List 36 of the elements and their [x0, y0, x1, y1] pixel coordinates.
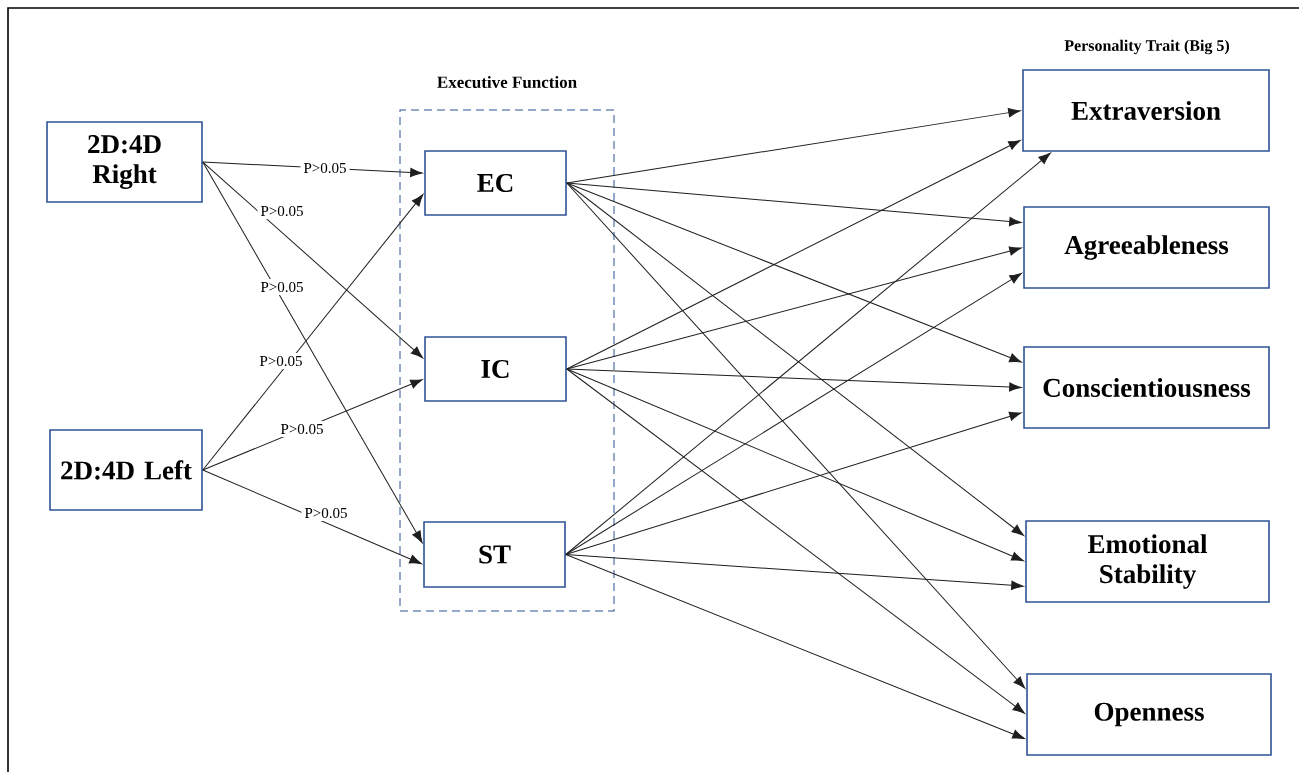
variable-box: EC: [424, 150, 567, 216]
arrow: [566, 368, 1025, 714]
variable-box: Conscientiousness: [1023, 346, 1270, 429]
variable-box: 2D:4D Left: [49, 429, 203, 511]
arrow: [566, 139, 1021, 370]
arrow: [566, 182, 1022, 227]
arrow: [566, 108, 1021, 184]
arrow: [202, 161, 424, 359]
variable-box: ST: [423, 521, 566, 588]
arrow: [565, 554, 1025, 739]
section-heading: Personality Trait (Big 5): [1064, 39, 1230, 55]
arrow: [565, 272, 1022, 555]
variable-box: IC: [424, 336, 567, 402]
edge-label: P>0.05: [301, 504, 351, 522]
edge-label: P>0.05: [257, 202, 307, 220]
edge-label: P>0.05: [300, 159, 350, 177]
arrow: [202, 194, 424, 471]
variable-box: Emotional Stability: [1025, 520, 1270, 603]
arrow: [202, 469, 422, 565]
arrow: [566, 368, 1022, 392]
edge-label: P>0.05: [257, 278, 307, 296]
variable-box: Agreeableness: [1023, 206, 1270, 289]
group-heading: Executive Function: [437, 76, 577, 88]
variable-box: Openness: [1026, 673, 1272, 756]
arrow: [565, 411, 1022, 555]
variable-box: 2D:4D Right: [46, 121, 203, 203]
arrow: [566, 368, 1024, 562]
edge-label: P>0.05: [256, 352, 306, 370]
arrow: [565, 152, 1051, 555]
arrow: [565, 554, 1024, 590]
arrow: [566, 182, 1022, 363]
arrow: [566, 182, 1024, 536]
variable-box: Extraversion: [1022, 69, 1270, 152]
edge-label: P>0.05: [277, 420, 327, 438]
arrow: [566, 182, 1026, 689]
arrow: [202, 161, 423, 544]
